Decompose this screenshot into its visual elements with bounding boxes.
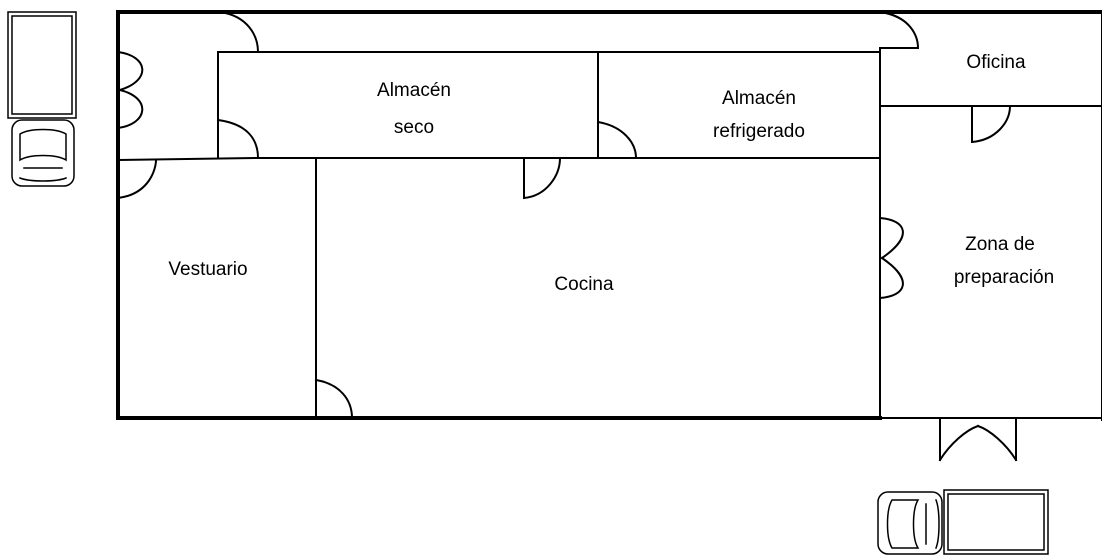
label-almacen-seco: Almacén: [377, 80, 451, 101]
interior-walls: [116, 51, 881, 419]
right-block-walls: [879, 11, 1102, 421]
door-swings: [116, 10, 1018, 462]
label-zona-de: Zona de: [965, 234, 1035, 255]
outer-walls: [116, 10, 1102, 420]
label-oficina: Oficina: [966, 52, 1026, 73]
truck-top-left: [7, 11, 77, 187]
label-almacen-refrigerado: Almacén: [722, 88, 796, 109]
label-cocina: Cocina: [554, 274, 614, 295]
room-labels: Almacén seco Almacén refrigerado Oficina…: [168, 52, 1054, 295]
label-almacen-refrigerado-2: refrigerado: [713, 121, 805, 142]
label-almacen-seco-2: seco: [394, 117, 434, 138]
label-vestuario: Vestuario: [168, 259, 247, 280]
label-preparacion: preparación: [954, 267, 1054, 288]
truck-bottom-right: [877, 489, 1049, 555]
